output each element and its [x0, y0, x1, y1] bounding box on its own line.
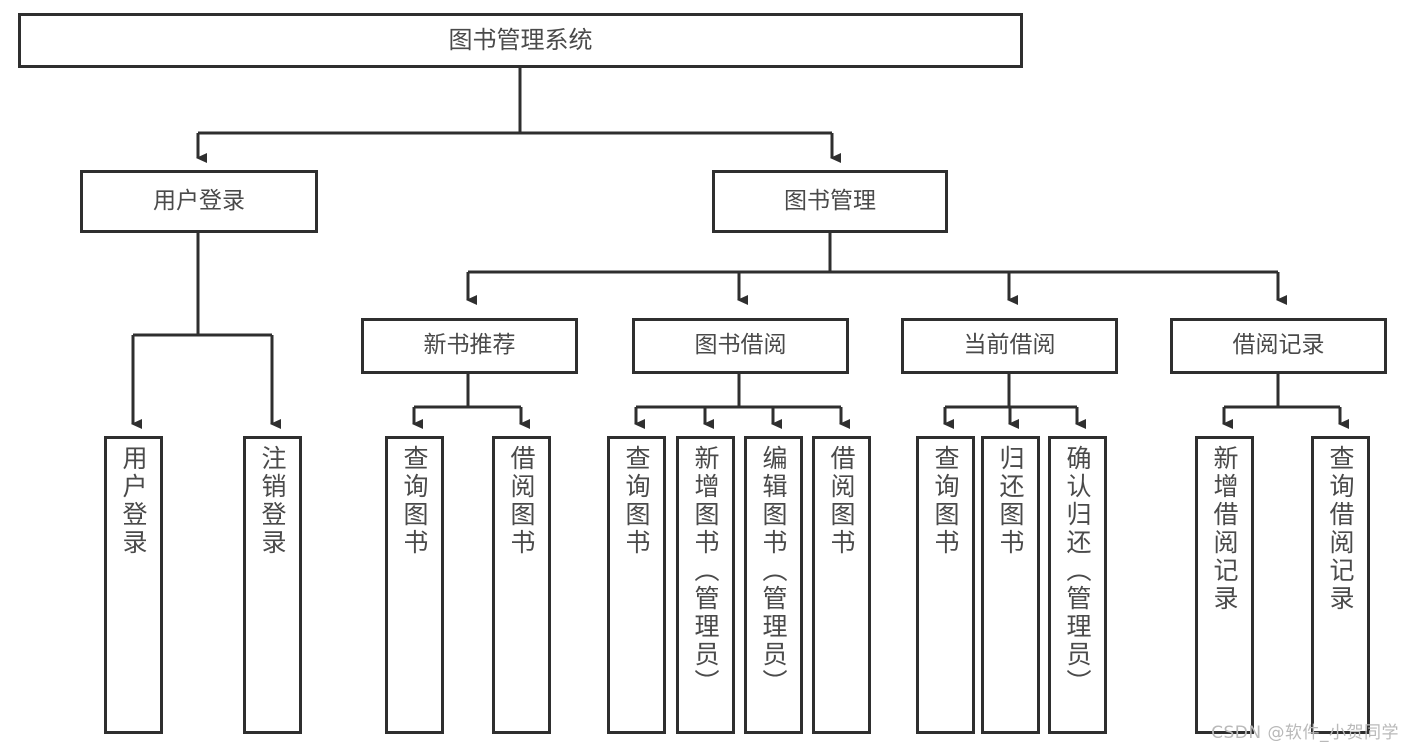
leaf-current-confirm-return[interactable]: 确认归还（管理员） — [1048, 436, 1107, 734]
leaf-label: 借阅图书 — [507, 445, 536, 557]
node-book-borrow-label: 图书借阅 — [694, 332, 787, 359]
node-book-borrow[interactable]: 图书借阅 — [632, 318, 849, 374]
leaf-user-login-logout[interactable]: 注销登录 — [243, 436, 302, 734]
node-new-book-recommend-label: 新书推荐 — [423, 332, 516, 359]
node-user-login[interactable]: 用户登录 — [80, 170, 318, 233]
node-root-label: 图书管理系统 — [448, 26, 593, 55]
leaf-label: 查询借阅记录 — [1326, 445, 1355, 613]
node-borrow-record[interactable]: 借阅记录 — [1170, 318, 1387, 374]
leaf-current-query-book[interactable]: 查询图书 — [916, 436, 975, 734]
leaf-borrow-query-book[interactable]: 查询图书 — [607, 436, 666, 734]
leaf-record-add-record[interactable]: 新增借阅记录 — [1195, 436, 1254, 734]
leaf-borrow-borrow-book[interactable]: 借阅图书 — [812, 436, 871, 734]
node-current-borrow[interactable]: 当前借阅 — [901, 318, 1118, 374]
watermark: CSDN @软件_小贺同学 — [1211, 723, 1399, 743]
leaf-label: 查询图书 — [622, 445, 651, 557]
leaf-label: 注销登录 — [258, 445, 287, 557]
leaf-borrow-edit-book[interactable]: 编辑图书（管理员） — [744, 436, 803, 734]
leaf-label: 新增图书（管理员） — [691, 445, 720, 697]
node-user-login-label: 用户登录 — [153, 187, 245, 214]
node-book-management-label: 图书管理 — [784, 187, 876, 214]
leaf-label: 编辑图书（管理员） — [759, 445, 788, 697]
node-borrow-record-label: 借阅记录 — [1232, 332, 1325, 359]
node-book-management[interactable]: 图书管理 — [712, 170, 948, 233]
leaf-label: 用户登录 — [119, 445, 148, 557]
leaf-label: 查询图书 — [931, 445, 960, 557]
node-current-borrow-label: 当前借阅 — [963, 332, 1056, 359]
node-root[interactable]: 图书管理系统 — [18, 13, 1023, 68]
leaf-label: 借阅图书 — [827, 445, 856, 557]
leaf-record-query-record[interactable]: 查询借阅记录 — [1311, 436, 1370, 734]
leaf-recommend-borrow-book[interactable]: 借阅图书 — [492, 436, 551, 734]
leaf-label: 新增借阅记录 — [1210, 445, 1239, 613]
node-new-book-recommend[interactable]: 新书推荐 — [361, 318, 578, 374]
leaf-user-login-login[interactable]: 用户登录 — [104, 436, 163, 734]
leaf-label: 查询图书 — [400, 445, 429, 557]
leaf-borrow-add-book[interactable]: 新增图书（管理员） — [676, 436, 735, 734]
leaf-recommend-query-book[interactable]: 查询图书 — [385, 436, 444, 734]
leaf-current-return-book[interactable]: 归还图书 — [981, 436, 1040, 734]
leaf-label: 确认归还（管理员） — [1063, 445, 1092, 697]
leaf-label: 归还图书 — [996, 445, 1025, 557]
